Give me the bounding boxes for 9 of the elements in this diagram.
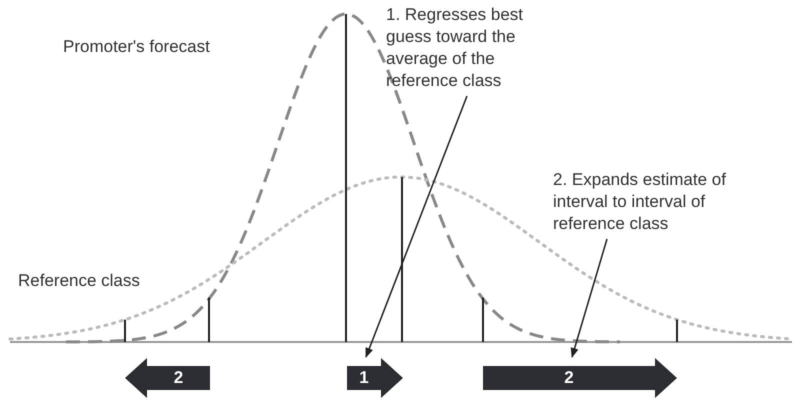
- block-arrow: 1: [347, 358, 403, 398]
- curve-label: Promoter's forecast: [63, 36, 210, 58]
- annotation-text: 2. Expands estimate of interval to interval of reference class: [553, 169, 753, 235]
- block-arrow: 2: [125, 358, 210, 398]
- annotation-text: 1. Regresses best guess toward the average of the reference class: [386, 4, 571, 92]
- leader-arrow: [365, 96, 468, 358]
- leader-arrow: [570, 238, 608, 358]
- curve-label: Reference class: [18, 270, 140, 292]
- block-arrow: 2: [483, 358, 677, 398]
